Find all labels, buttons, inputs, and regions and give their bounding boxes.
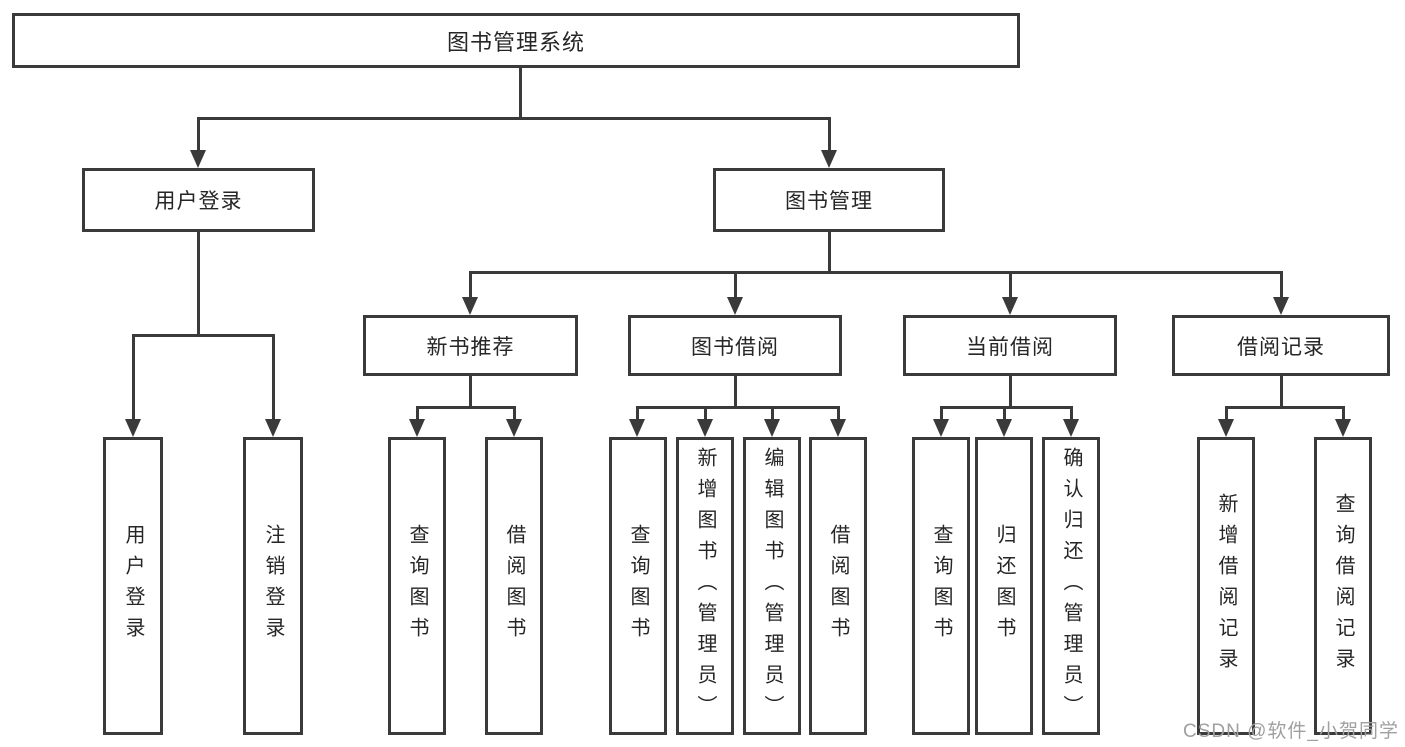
leaf-label: 查询借阅记录 [1332, 493, 1354, 679]
arrow-down-icon [190, 150, 206, 168]
node-book-borrow: 图书借阅 [628, 315, 842, 376]
connector-line [132, 334, 275, 337]
connector-line [469, 376, 472, 409]
watermark: CSDN @软件_小贺同学 [1183, 721, 1399, 742]
arrow-down-icon [697, 419, 713, 437]
leaf-borrow-books-recommend: 借阅图书 [485, 437, 543, 735]
arrow-down-icon [1002, 297, 1018, 315]
connector-line [828, 232, 831, 274]
arrow-down-icon [629, 419, 645, 437]
arrow-down-icon [1218, 419, 1234, 437]
arrow-down-icon [409, 419, 425, 437]
connector-line [1280, 376, 1283, 409]
arrow-down-icon [1273, 297, 1289, 315]
connector-line [1225, 406, 1228, 423]
leaf-return-books: 归还图书 [975, 437, 1033, 735]
connector-line [704, 406, 707, 423]
connector-line [940, 406, 943, 423]
arrow-down-icon [727, 297, 743, 315]
arrow-down-icon [462, 297, 478, 315]
arrow-down-icon [821, 150, 837, 168]
node-borrow-records: 借阅记录 [1172, 315, 1390, 376]
connector-line [197, 117, 831, 120]
leaf-label: 注销登录 [262, 524, 284, 648]
leaf-label: 编辑图书（管理员） [761, 446, 783, 726]
connector-line [1070, 406, 1073, 423]
arrow-down-icon [933, 419, 949, 437]
connector-line [771, 406, 774, 423]
connector-line [940, 406, 1073, 409]
leaf-label: 查询图书 [406, 524, 428, 648]
leaf-label: 归还图书 [993, 524, 1015, 648]
leaf-borrow-books: 借阅图书 [809, 437, 867, 735]
leaf-query-books-recommend: 查询图书 [388, 437, 446, 735]
leaf-label: 确认归还（管理员） [1060, 446, 1082, 726]
leaf-label: 借阅图书 [827, 524, 849, 648]
node-current-borrow: 当前借阅 [903, 315, 1117, 376]
arrow-down-icon [830, 419, 846, 437]
leaf-add-borrow-record: 新增借阅记录 [1197, 437, 1255, 735]
leaf-label: 新增借阅记录 [1215, 493, 1237, 679]
connector-line [734, 376, 737, 409]
arrow-down-icon [125, 419, 141, 437]
leaf-query-books-current: 查询图书 [912, 437, 970, 735]
arrow-down-icon [996, 419, 1012, 437]
leaf-label: 查询图书 [627, 524, 649, 648]
connector-line [272, 334, 275, 422]
leaf-confirm-return-admin: 确认归还（管理员） [1042, 437, 1100, 735]
leaf-logout: 注销登录 [243, 437, 303, 735]
connector-line [469, 271, 1283, 274]
arrow-down-icon [1335, 419, 1351, 437]
arrow-down-icon [506, 419, 522, 437]
leaf-label: 借阅图书 [503, 524, 525, 648]
connector-line [636, 406, 639, 423]
connector-line [1009, 271, 1012, 301]
leaf-user-login: 用户登录 [103, 437, 163, 735]
arrow-down-icon [764, 419, 780, 437]
connector-line [416, 406, 516, 409]
leaf-query-books-borrow: 查询图书 [609, 437, 667, 735]
node-new-book-recommend: 新书推荐 [363, 315, 578, 376]
arrow-down-icon [265, 419, 281, 437]
connector-line [197, 232, 200, 337]
connector-line [416, 406, 419, 423]
leaf-edit-book-admin: 编辑图书（管理员） [743, 437, 801, 735]
connector-line [1003, 406, 1006, 423]
connector-line [1280, 271, 1283, 301]
connector-line [734, 271, 737, 301]
leaf-label: 查询图书 [930, 524, 952, 648]
leaf-label: 用户登录 [122, 524, 144, 648]
connector-line [513, 406, 516, 423]
node-user-login: 用户登录 [82, 168, 315, 232]
connector-line [469, 271, 472, 301]
arrow-down-icon [1063, 419, 1079, 437]
connector-line [1009, 376, 1012, 409]
connector-line [1342, 406, 1345, 423]
connector-line [519, 66, 522, 118]
leaf-query-borrow-record: 查询借阅记录 [1314, 437, 1372, 735]
leaf-label: 新增图书（管理员） [694, 446, 716, 726]
connector-line [837, 406, 840, 423]
connector-line [1225, 406, 1345, 409]
connector-line [828, 117, 831, 153]
connector-line [197, 117, 200, 153]
leaf-add-book-admin: 新增图书（管理员） [676, 437, 734, 735]
connector-line [636, 406, 840, 409]
connector-line [132, 334, 135, 422]
node-book-management: 图书管理 [713, 168, 945, 232]
node-root: 图书管理系统 [12, 13, 1020, 68]
